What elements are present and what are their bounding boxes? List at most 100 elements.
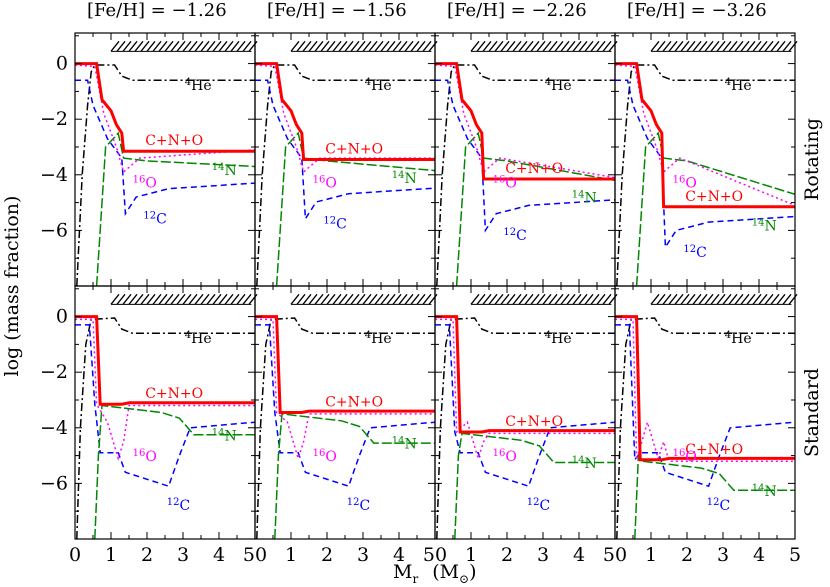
column-title-0: [Fe/H] = −1.26 (87, 0, 227, 21)
n14-label: 14N (752, 483, 777, 500)
o16-label: 16O (673, 174, 697, 191)
row-label-0: Rotating (801, 118, 823, 201)
c12-series (75, 324, 255, 488)
x-tick-label: 4 (213, 544, 225, 566)
hatch-bar (290, 40, 438, 52)
row-label-1: Standard (801, 368, 823, 457)
panel-frame (614, 285, 796, 540)
cno-label: C+N+O (505, 414, 563, 430)
n14-label: 14N (572, 455, 597, 472)
he4-label: 4He (365, 330, 392, 347)
o16-label: 16O (313, 174, 337, 191)
c12-label: 12C (707, 497, 730, 514)
he4-series (616, 64, 795, 286)
hatch-bar (470, 293, 618, 305)
y-tick-label: −4 (40, 164, 68, 186)
he4-label: 4He (725, 330, 752, 347)
o16-series (615, 64, 795, 207)
c12-series (615, 324, 795, 488)
n14-series (455, 131, 615, 286)
c12-series (75, 79, 255, 217)
cno-label: C+N+O (145, 133, 203, 149)
c12-label: 12C (167, 497, 190, 514)
cno-series (75, 315, 255, 406)
y-tick-label: −6 (40, 472, 68, 494)
he4-label: 4He (545, 77, 572, 94)
cno-series (255, 315, 435, 414)
hatch-bar (650, 293, 798, 305)
n14-label: 14N (752, 217, 777, 234)
y-tick-label: −6 (40, 219, 68, 241)
c12-label: 12C (323, 215, 346, 232)
n14-label: 14N (392, 170, 417, 187)
n14-series (275, 131, 435, 286)
c12-series (615, 79, 795, 250)
hatch-bar (110, 293, 258, 305)
o16-label: 16O (493, 174, 517, 191)
hatch-bar (650, 40, 798, 52)
n14-series (95, 131, 255, 286)
he4-series (76, 64, 255, 286)
panel-frame (434, 32, 616, 287)
x-tick-label: 1 (465, 544, 477, 566)
x-tick-label: 2 (681, 544, 693, 566)
x-tick-label: 3 (177, 544, 189, 566)
c12-label: 12C (347, 497, 370, 514)
column-title-3: [Fe/H] = −3.26 (627, 0, 767, 21)
x-tick-label: 50 (423, 544, 447, 566)
n14-label: 14N (392, 436, 417, 453)
x-tick-label: 50 (603, 544, 627, 566)
hatch-bar (470, 40, 618, 52)
x-tick-label: 1 (645, 544, 657, 566)
o16-label: 16O (133, 448, 157, 465)
x-tick-label: 3 (717, 544, 729, 566)
column-title-1: [Fe/H] = −1.56 (267, 0, 407, 21)
c12-label: 12C (683, 244, 706, 261)
y-tick-label: −2 (40, 361, 68, 383)
c12-series (435, 79, 615, 233)
x-tick-label: 2 (501, 544, 513, 566)
n14-series (274, 413, 435, 539)
cno-label: C+N+O (685, 442, 743, 458)
x-tick-label: 3 (537, 544, 549, 566)
y-tick-label: −4 (40, 417, 68, 439)
column-title-2: [Fe/H] = −2.26 (447, 0, 587, 21)
o16-label: 16O (133, 174, 157, 191)
c12-label: 12C (143, 210, 166, 227)
o16-label: 16O (493, 448, 517, 465)
he4-series (256, 64, 435, 286)
o16-label: 16O (313, 448, 337, 465)
he4-label: 4He (185, 330, 212, 347)
x-axis-label: Mr(M⊙) (393, 561, 477, 586)
o16-series (435, 318, 615, 461)
n14-label: 14N (212, 427, 237, 444)
n14-label: 14N (572, 190, 597, 207)
x-tick-label: 4 (393, 544, 405, 566)
n14-series (634, 453, 795, 539)
cno-label: C+N+O (685, 189, 743, 205)
hatch-bar (290, 293, 438, 305)
c12-label: 12C (503, 227, 526, 244)
x-tick-label: 4 (753, 544, 765, 566)
n14-series (94, 404, 255, 539)
x-tick-label: 4 (573, 544, 585, 566)
c12-series (255, 324, 435, 488)
cno-series (435, 62, 615, 181)
cno-series (435, 315, 615, 434)
x-tick-label: 3 (357, 544, 369, 566)
he4-series (436, 64, 615, 286)
